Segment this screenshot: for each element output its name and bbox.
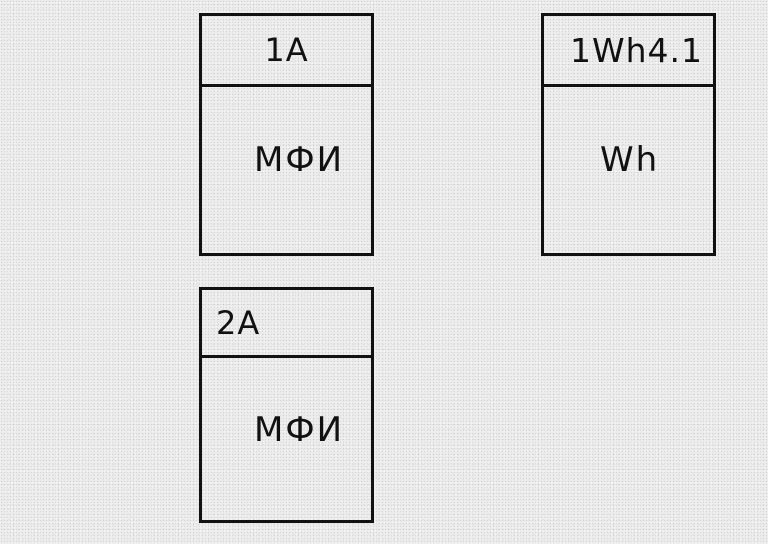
- device-block-1wh4-1: 1Wh4.1 Wh: [541, 13, 716, 256]
- device-tag: 1A: [202, 16, 371, 87]
- device-tag: 2A: [202, 290, 371, 358]
- device-block-2a: 2A МФИ: [199, 287, 374, 523]
- device-type-label: Wh: [600, 140, 660, 180]
- device-block-1a: 1A МФИ: [199, 13, 374, 256]
- device-type-label: МФИ: [254, 140, 345, 180]
- device-tag: 1Wh4.1: [544, 16, 713, 87]
- device-type-label: МФИ: [254, 410, 345, 450]
